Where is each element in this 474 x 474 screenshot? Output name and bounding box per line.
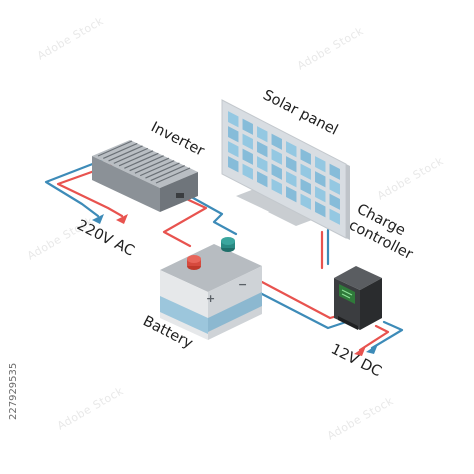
- watermark-text: Adobe Stock: [35, 14, 106, 62]
- wire-red-inverter-battery: [162, 194, 208, 248]
- inverter: [92, 140, 198, 212]
- inverter-fin: [113, 147, 149, 164]
- solar-cell: [228, 141, 239, 158]
- solar-cell: [228, 111, 239, 128]
- solar-cell: [315, 171, 326, 188]
- solar-panel: [221, 99, 350, 240]
- solar-cells: [228, 111, 340, 225]
- solar-cell: [286, 156, 297, 173]
- wire-arrows: [92, 214, 378, 356]
- solar-cell: [257, 126, 268, 143]
- inverter-fin: [124, 152, 159, 169]
- inverter-port: [176, 193, 184, 198]
- arrow-blue-dc-icon: [366, 344, 378, 354]
- solar-cell: [242, 148, 253, 165]
- battery: + −: [160, 237, 262, 340]
- solar-cell: [271, 178, 282, 195]
- arrow-red-ac-icon: [116, 214, 128, 224]
- inverter-fin: [108, 145, 143, 162]
- arrow-blue-ac-icon: [92, 214, 104, 224]
- solar-cell: [329, 208, 340, 225]
- inverter-fin: [118, 150, 154, 167]
- solar-cell: [286, 171, 297, 188]
- inverter-side: [160, 172, 198, 212]
- controller-screen-line: [341, 293, 351, 299]
- battery-top: [160, 244, 262, 292]
- wire-red-dc-out: [358, 324, 390, 352]
- solar-cell: [300, 178, 311, 195]
- solar-cell: [300, 163, 311, 180]
- solar-cell: [329, 193, 340, 210]
- solar-cell: [242, 163, 253, 180]
- inverter-fin: [103, 142, 138, 160]
- watermark-text: Adobe Stock: [325, 394, 396, 442]
- charge-controller: [334, 266, 382, 330]
- watermark-text: Adobe Stock: [295, 24, 366, 72]
- solar-cell: [228, 156, 239, 173]
- wire-blue-ac-out: [44, 156, 110, 218]
- solar-cell: [271, 163, 282, 180]
- solar-cell: [242, 118, 253, 135]
- solar-cell: [315, 186, 326, 203]
- inverter-fin: [155, 167, 191, 184]
- wire-blue-inverter-battery: [184, 192, 238, 236]
- controller-top: [334, 266, 382, 290]
- watermark-text: Adobe Stock: [55, 384, 126, 432]
- battery-negative-terminal: [221, 237, 235, 245]
- solar-cell: [300, 148, 311, 165]
- solar-cell: [271, 133, 282, 150]
- solar-cell: [286, 141, 297, 158]
- battery-minus-icon: −: [238, 278, 247, 291]
- solar-cell: [228, 126, 239, 143]
- solar-cell: [315, 156, 326, 173]
- ac-output-label: 220V AC: [74, 217, 137, 259]
- arrow-red-dc-icon: [354, 346, 366, 356]
- wire-blue-battery-controller: [260, 292, 348, 330]
- solar-cell: [315, 201, 326, 218]
- inverter-fin: [97, 140, 133, 157]
- solar-cell: [257, 141, 268, 158]
- inverter-fin: [129, 155, 164, 172]
- solar-cell: [257, 156, 268, 173]
- controller-screen: [339, 284, 355, 304]
- wire-blue-dc-out: [370, 320, 404, 350]
- wire-red-ac-out: [56, 162, 124, 218]
- inverter-fin: [150, 164, 185, 182]
- solar-cell: [271, 148, 282, 165]
- battery-label-band: [160, 296, 208, 334]
- battery-plus-icon: +: [206, 292, 215, 305]
- panel-frame-edge: [346, 164, 350, 240]
- solar-cell: [329, 178, 340, 195]
- solar-cell: [242, 133, 253, 150]
- inverter-fins: [97, 140, 191, 184]
- inverter-fin: [134, 157, 170, 174]
- stock-id-text: 227929535: [8, 363, 19, 420]
- controller-side: [360, 278, 382, 330]
- battery-positive-terminal: [187, 255, 201, 263]
- solar-cell: [257, 171, 268, 188]
- battery-label-band-side: [208, 292, 262, 332]
- inverter-fin: [139, 160, 175, 177]
- solar-cell: [300, 193, 311, 210]
- inverter-front: [92, 156, 160, 212]
- controller-screen-line: [341, 289, 353, 296]
- controller-base: [338, 316, 358, 330]
- inverter-fin: [145, 162, 180, 179]
- solar-cell: [329, 163, 340, 180]
- watermark-text: Adobe Stock: [375, 154, 446, 202]
- solar-cell: [286, 186, 297, 203]
